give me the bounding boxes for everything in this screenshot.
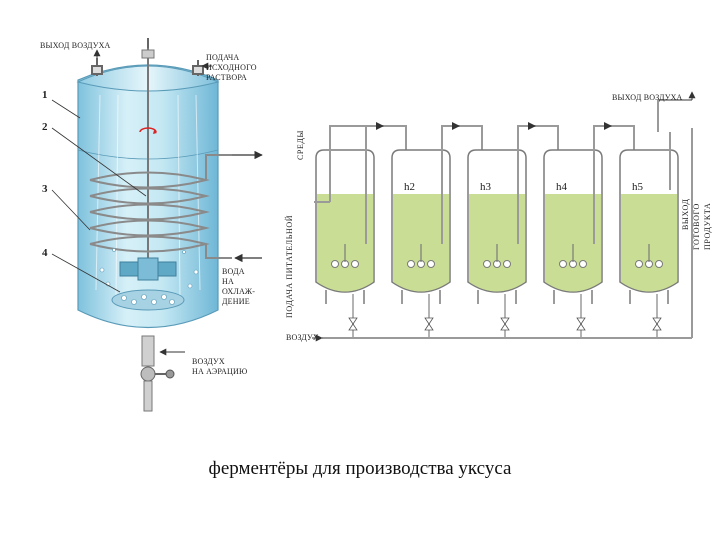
air-valve bbox=[348, 317, 358, 331]
label-feed-line1: ПОДАЧА bbox=[206, 53, 239, 62]
fermenter-tank: h4 bbox=[543, 122, 635, 338]
tank-liquid bbox=[393, 194, 449, 292]
leader-lines bbox=[51, 99, 147, 293]
label-water-line1: ВОДА bbox=[222, 267, 245, 276]
label-number-2: 2 bbox=[42, 121, 48, 133]
aerator-nozzle bbox=[331, 260, 339, 268]
transfer-pipe bbox=[517, 125, 559, 244]
tank-label: h2 bbox=[404, 181, 415, 193]
label-number-4: 4 bbox=[42, 247, 48, 259]
transfer-pipe bbox=[593, 125, 635, 244]
air-valve bbox=[652, 317, 662, 331]
label-number-3: 3 bbox=[42, 183, 48, 195]
air-valve bbox=[424, 317, 434, 331]
label-medium-feed-line2: СРЕДЫ bbox=[296, 130, 305, 160]
label-air-outlet: ВЫХОД ВОЗДУХА bbox=[40, 41, 111, 50]
fermenter-battery: h2 h3 h4 h5 ВЫХОД ВОЗДУХА ВОЗДУХ ПОДАЧА ПИТ… bbox=[285, 91, 712, 342]
label-aeration-line1: ВОЗДУХ bbox=[192, 357, 225, 366]
bottom-valve bbox=[140, 366, 156, 382]
aerator-nozzle bbox=[559, 260, 567, 268]
label-feed-line3: РАСТВОРА bbox=[206, 73, 247, 82]
aerator-nozzle bbox=[351, 260, 359, 268]
shaft-cap bbox=[141, 49, 155, 59]
bottom-pipe bbox=[141, 335, 155, 367]
cooling-coil bbox=[89, 154, 232, 259]
light-rays bbox=[95, 94, 201, 301]
aerator-nozzle bbox=[635, 260, 643, 268]
sparger bbox=[111, 289, 185, 311]
label-product-line2: ГОТОВОГО bbox=[692, 203, 701, 250]
aerator-nozzle bbox=[503, 260, 511, 268]
aerator-nozzle bbox=[579, 260, 587, 268]
aerator-nozzle bbox=[655, 260, 663, 268]
label-water-line3: ОХЛАЖ- bbox=[222, 287, 255, 296]
label-medium-feed-line1: ПОДАЧА ПИТАТЕЛЬНОЙ bbox=[285, 215, 294, 318]
medium-feed-pipe bbox=[329, 125, 370, 202]
label-battery-air-outlet: ВЫХОД ВОЗДУХА bbox=[612, 93, 683, 102]
fermenter-tank: h3 bbox=[467, 122, 559, 338]
tank-liquid bbox=[317, 194, 373, 292]
tank-label: h3 bbox=[480, 181, 492, 193]
rotation-arrow bbox=[139, 127, 157, 133]
aerator-nozzle bbox=[427, 260, 435, 268]
label-water-line4: ДЕНИЕ bbox=[222, 297, 250, 306]
transfer-pipe bbox=[365, 125, 407, 244]
fermenter-tank: h5 bbox=[619, 132, 679, 338]
tank-liquid bbox=[621, 194, 677, 292]
label-battery-air-inlet: ВОЗДУХ bbox=[286, 333, 319, 342]
single-fermenter: 1 2 3 4 ВЫХОД ВОЗДУХА ПОДАЧА ИСХОДНОГО Р… bbox=[40, 38, 263, 412]
label-product-line3: ПРОДУКТА bbox=[703, 203, 712, 250]
label-water-line2: НА bbox=[222, 277, 234, 286]
tank-label: h4 bbox=[556, 181, 568, 193]
label-aeration-line2: НА АЭРАЦИЮ bbox=[192, 367, 247, 376]
label-number-1: 1 bbox=[42, 89, 48, 101]
air-valve bbox=[576, 317, 586, 331]
label-product-line1: ВЫХОД bbox=[681, 198, 690, 230]
tank-label: h5 bbox=[632, 181, 644, 193]
air-valve bbox=[500, 317, 510, 331]
label-feed-line2: ИСХОДНОГО bbox=[206, 63, 257, 72]
fermenter-tank bbox=[314, 122, 407, 338]
caption: ферментёры для производства уксуса bbox=[208, 458, 512, 479]
top-fittings bbox=[91, 38, 204, 76]
fermenter-tank: h2 bbox=[391, 122, 483, 338]
transfer-pipe bbox=[441, 125, 483, 244]
aerator-nozzle bbox=[483, 260, 491, 268]
aerator-nozzle bbox=[407, 260, 415, 268]
air-bubbles bbox=[99, 248, 199, 305]
tank-liquid bbox=[469, 194, 525, 292]
tank-liquid bbox=[545, 194, 601, 292]
